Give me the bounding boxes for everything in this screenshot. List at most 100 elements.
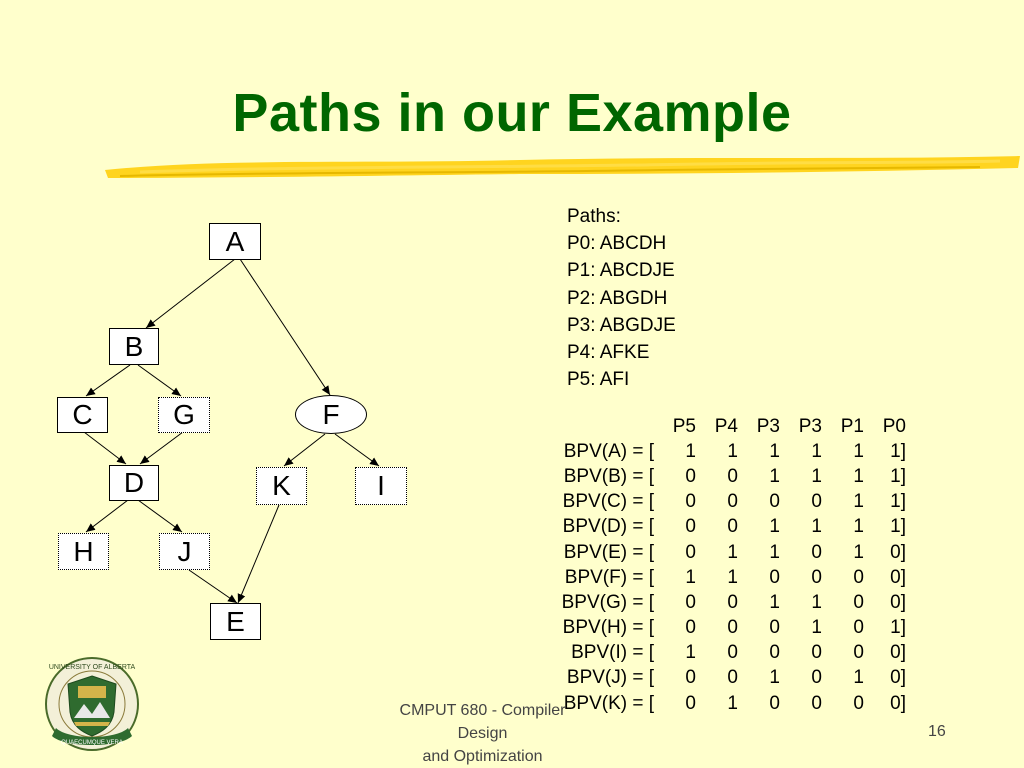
bpv-cell: 1 — [853, 491, 864, 513]
bpv-row: BPV(C) = [ 0 0 0 0 1 1] — [530, 490, 906, 515]
bpv-row-label: BPV(I) = [ — [571, 642, 654, 664]
bpv-cell: 0 — [685, 541, 696, 563]
node-e: E — [210, 603, 261, 640]
bpv-cell: 1] — [890, 491, 906, 513]
bpv-cell: 0 — [685, 465, 696, 487]
graph-edges — [83, 258, 380, 604]
bpv-cell: 0 — [685, 692, 696, 714]
bpv-cell: 1 — [853, 465, 864, 487]
bpv-cell: 0 — [811, 491, 822, 513]
node-b: B — [109, 328, 159, 365]
bpv-cell: 0 — [769, 566, 780, 588]
bpv-row-label: BPV(E) = [ — [563, 541, 654, 563]
bpv-cell: 1 — [769, 541, 780, 563]
bpv-cell: 0 — [811, 642, 822, 664]
bpv-cell: 1 — [811, 617, 822, 639]
edge-f-i — [334, 433, 380, 467]
bpv-cell: 1 — [811, 465, 822, 487]
edge-f-k — [283, 433, 326, 467]
university-of-alberta-crest-icon: UNIVERSITY OF ALBERTA QUAECUMQUE VERA — [45, 657, 139, 751]
bpv-cell: 1 — [769, 667, 780, 689]
bpv-cell: 1 — [853, 440, 864, 462]
bpv-cell: 0 — [685, 516, 696, 538]
bpv-row-label: BPV(A) = [ — [563, 440, 654, 462]
bpv-row-label: BPV(G) = [ — [561, 591, 654, 613]
edge-a-f — [239, 258, 331, 396]
bpv-cell: 0 — [727, 617, 738, 639]
bpv-cell: 0 — [727, 516, 738, 538]
bpv-cell: 1 — [853, 541, 864, 563]
bpv-cell: 0 — [769, 642, 780, 664]
bpv-cell: 1] — [890, 617, 906, 639]
svg-text:QUAECUMQUE VERA: QUAECUMQUE VERA — [61, 740, 123, 746]
bpv-cell: 0 — [853, 591, 864, 613]
bpv-cell: 1 — [727, 692, 738, 714]
node-a: A — [209, 223, 261, 260]
bpv-header-row: P5 P4 P3 P3 P1 P0 — [530, 414, 906, 439]
bpv-column-header: P0 — [882, 415, 906, 437]
bpv-cell: 0] — [890, 591, 906, 613]
bpv-row-label: BPV(B) = [ — [563, 465, 654, 487]
node-f: F — [295, 395, 367, 434]
node-c: C — [57, 397, 108, 433]
node-k: K — [256, 467, 307, 505]
bpv-cell: 1] — [890, 516, 906, 538]
paths-heading: Paths: — [567, 206, 621, 227]
bpv-cell: 0 — [769, 491, 780, 513]
path-item: P1: ABCDJE — [567, 260, 675, 282]
bpv-cell: 1 — [685, 566, 696, 588]
bpv-cell: 1 — [853, 516, 864, 538]
bpv-cell: 0 — [853, 642, 864, 664]
bpv-cell: 0 — [853, 617, 864, 639]
bpv-cell: 0 — [685, 617, 696, 639]
bpv-cell: 0 — [685, 667, 696, 689]
edge-k-e — [237, 504, 280, 604]
bpv-row-label: BPV(D) = [ — [562, 516, 654, 538]
bpv-column-header: P3 — [756, 415, 780, 437]
node-i: I — [355, 467, 407, 505]
path-item: P3: ABGDJE — [567, 314, 676, 336]
bpv-cell: 0] — [890, 667, 906, 689]
bpv-cell: 0 — [853, 566, 864, 588]
footer-course-title: CMPUT 680 - Compiler Design and Optimiza… — [375, 699, 590, 768]
bpv-row-label: BPV(H) = [ — [562, 617, 654, 639]
bpv-cell: 0 — [853, 692, 864, 714]
bpv-cell: 0 — [769, 692, 780, 714]
bpv-cell: 0 — [727, 465, 738, 487]
footer-course-line1: CMPUT 680 - Compiler Design — [399, 702, 566, 742]
footer-course-line2: and Optimization — [422, 748, 543, 765]
edge-d-h — [85, 499, 129, 533]
bpv-cell: 0 — [811, 692, 822, 714]
node-d: D — [109, 465, 159, 501]
bpv-cell: 0 — [727, 491, 738, 513]
edge-d-j — [137, 499, 183, 533]
bpv-column-header: P5 — [672, 415, 696, 437]
bpv-column-header: P1 — [840, 415, 864, 437]
bpv-column-header: P3 — [798, 415, 822, 437]
bpv-cell: 1 — [769, 591, 780, 613]
bpv-cell: 0] — [890, 692, 906, 714]
bpv-cell: 0 — [811, 667, 822, 689]
slide-title: Paths in our Example — [232, 83, 792, 143]
bpv-row-label: BPV(C) = [ — [562, 491, 654, 513]
svg-text:UNIVERSITY OF ALBERTA: UNIVERSITY OF ALBERTA — [49, 664, 136, 671]
edge-c-d — [83, 431, 127, 465]
paths-list: Paths: P0: ABCDH P1: ABCDJE P2: ABGDH P3… — [567, 203, 676, 393]
bpv-cell: 1 — [685, 440, 696, 462]
bpv-cell: 0 — [685, 491, 696, 513]
bpv-row-label: BPV(F) = [ — [564, 566, 654, 588]
node-g: G — [158, 397, 210, 433]
path-item: P4: AFKE — [567, 342, 650, 364]
bpv-cell: 1 — [727, 440, 738, 462]
edge-a-b — [145, 258, 236, 329]
bpv-cell: 1] — [890, 440, 906, 462]
bpv-row-label: BPV(J) = [ — [566, 667, 654, 689]
title-underline-brushstroke — [105, 156, 1020, 178]
bpv-cell: 1 — [727, 541, 738, 563]
